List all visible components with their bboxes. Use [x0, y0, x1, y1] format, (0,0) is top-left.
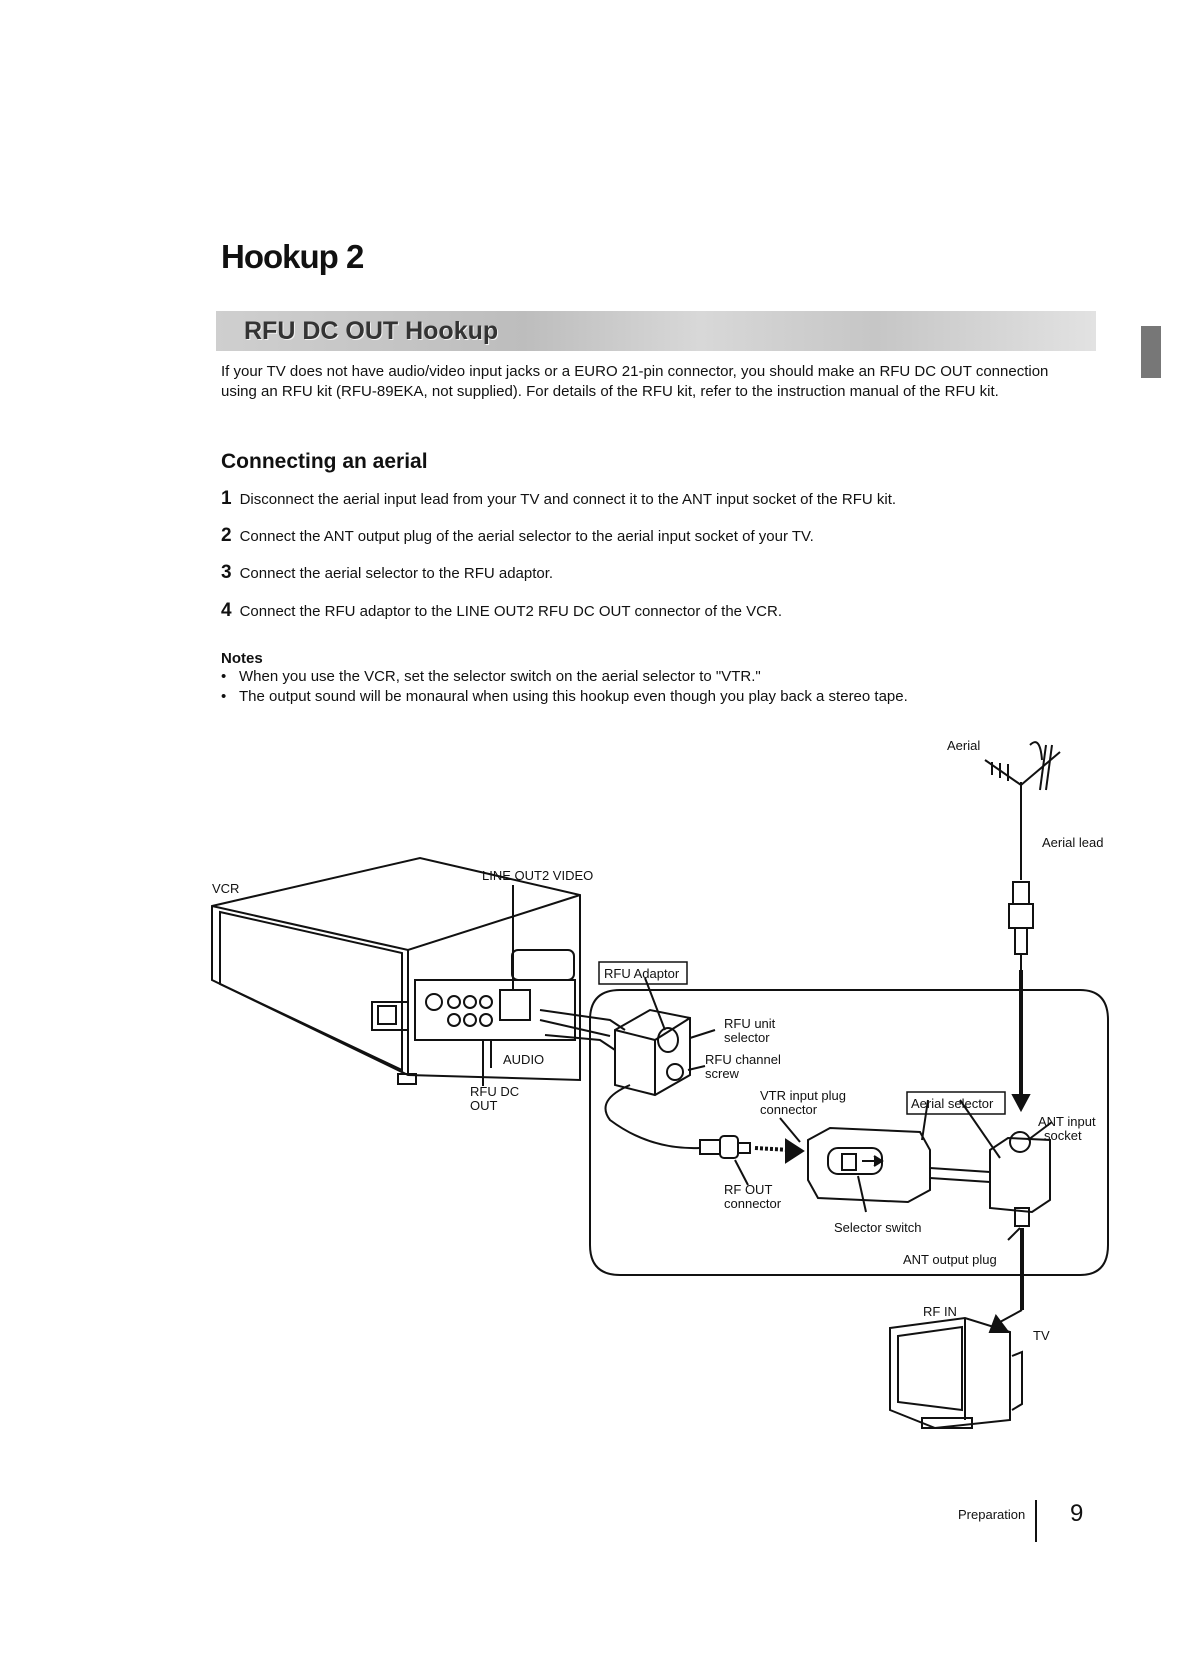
step-4: 4 Connect the RFU adaptor to the LINE OUT… [221, 600, 782, 622]
label-rf-in: RF IN [923, 1304, 957, 1319]
label-ant-input-socket-2: socket [1044, 1128, 1082, 1143]
label-aerial-selector: Aerial selector [911, 1096, 994, 1111]
footer-divider [1035, 1500, 1037, 1542]
detail-frame [589, 989, 1109, 1276]
label-rfu-unit-selector: RFU unit [724, 1016, 776, 1031]
step-1: 1 Disconnect the aerial input lead from y… [221, 488, 896, 510]
bullet-icon: • [221, 668, 227, 685]
label-aerial: Aerial [947, 738, 980, 753]
label-rfu-dc-out: RFU DC [470, 1084, 519, 1099]
label-vtr-input-plug-2: connector [760, 1102, 818, 1117]
tv-icon [889, 1316, 1023, 1430]
label-rfu-channel-screw: RFU channel [705, 1052, 781, 1067]
note-text: The output sound will be monaural when u… [239, 688, 908, 705]
step-text: Connect the RFU adaptor to the LINE OUT2… [239, 603, 783, 620]
note-item: • The output sound will be monaural when … [221, 688, 908, 705]
section-title: RFU DC OUT Hookup [244, 317, 499, 345]
aerial-antenna-icon [984, 741, 1061, 880]
step-number: 3 [221, 562, 232, 583]
label-rfu-unit-selector-2: selector [724, 1030, 770, 1045]
label-vtr-input-plug: VTR input plug [760, 1088, 846, 1103]
label-ant-input-socket: ANT input [1038, 1114, 1096, 1129]
label-vcr: VCR [212, 881, 239, 896]
subheading: Connecting an aerial [221, 450, 428, 473]
footer-section-name: Preparation [958, 1507, 1026, 1522]
rf-out-connector-icon [699, 1135, 751, 1159]
label-audio: AUDIO [503, 1052, 544, 1067]
rfu-adaptor-icon [614, 1008, 691, 1097]
note-item: • When you use the VCR, set the selector … [221, 668, 761, 685]
label-selector-switch: Selector switch [834, 1220, 921, 1235]
vcr-icon [211, 856, 581, 1085]
label-line-out2-video: LINE OUT2 VIDEO [482, 868, 593, 883]
step-text: Connect the ANT output plug of the aeria… [239, 528, 814, 545]
step-number: 1 [221, 488, 232, 509]
step-number: 4 [221, 600, 232, 621]
step-3: 3 Connect the aerial selector to the RFU … [221, 562, 553, 584]
label-tv: TV [1033, 1328, 1050, 1343]
ant-socket-box-icon [989, 1131, 1051, 1227]
step-text: Disconnect the aerial input lead from yo… [239, 491, 897, 508]
label-rfu-dc-out-2: OUT [470, 1098, 498, 1113]
chapter-tab-marker [1141, 326, 1161, 378]
section-banner: RFU DC OUT Hookup [216, 311, 1096, 351]
label-rf-out-connector: RF OUT [724, 1182, 772, 1197]
bullet-icon: • [221, 688, 227, 705]
label-rf-out-connector-2: connector [724, 1196, 782, 1211]
label-rfu-adaptor: RFU Adaptor [604, 966, 680, 981]
label-ant-output-plug: ANT output plug [903, 1252, 997, 1267]
note-text: When you use the VCR, set the selector s… [239, 668, 761, 685]
label-aerial-lead: Aerial lead [1042, 835, 1103, 850]
step-text: Connect the aerial selector to the RFU a… [239, 565, 554, 582]
step-2: 2 Connect the ANT output plug of the aeri… [221, 525, 814, 547]
intro-paragraph: If your TV does not have audio/video inp… [221, 363, 1049, 400]
page-number: 9 [1070, 1500, 1084, 1527]
step-number: 2 [221, 525, 232, 546]
label-rfu-channel-screw-2: screw [705, 1066, 740, 1081]
aerial-selector-icon [807, 1126, 931, 1204]
notes-title: Notes [221, 650, 263, 667]
aerial-lead-plug-icon [1008, 881, 1034, 970]
page-title: Hookup 2 [221, 238, 364, 275]
